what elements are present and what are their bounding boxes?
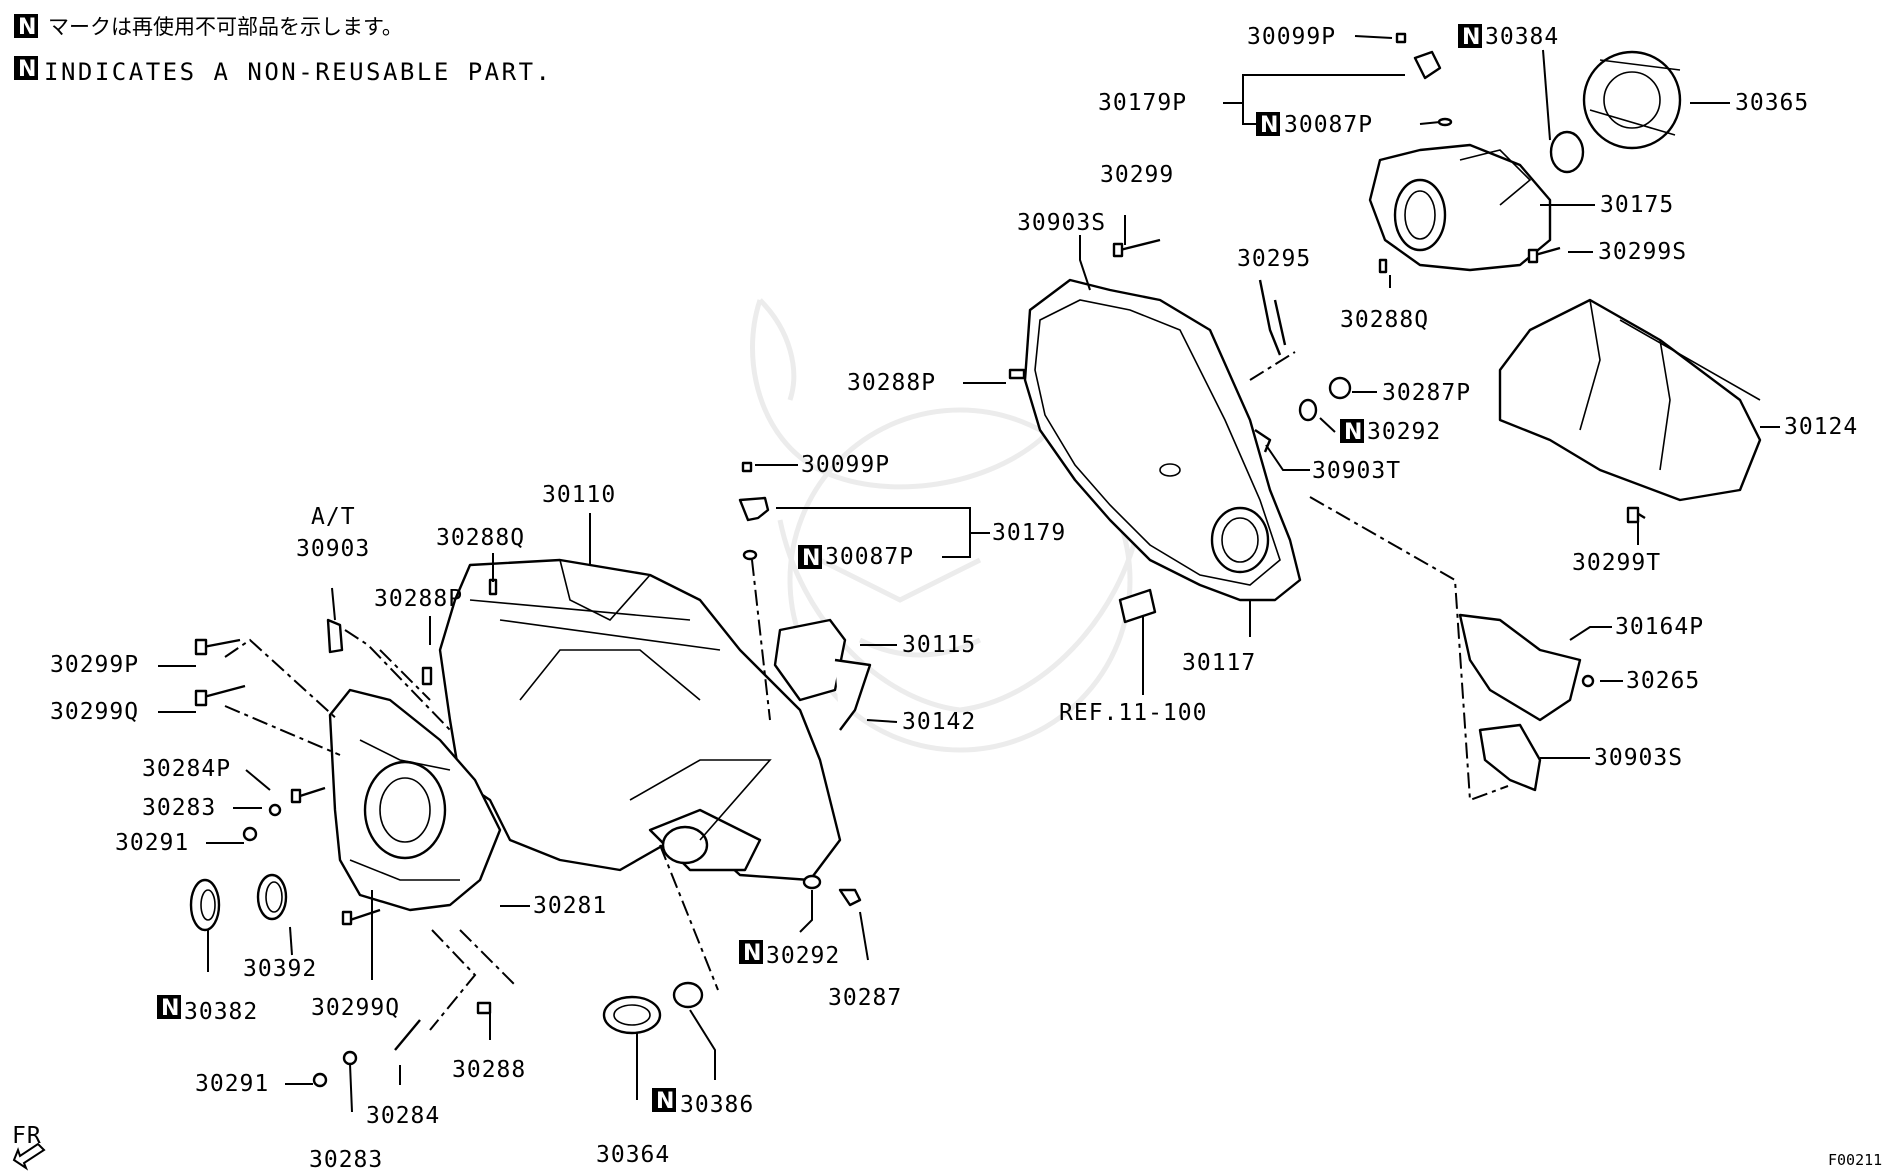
label-30287: 30287 xyxy=(828,985,902,1011)
svg-text:N: N xyxy=(656,1089,674,1114)
label-30382: 30382 xyxy=(184,999,258,1025)
svg-text:N: N xyxy=(161,996,179,1021)
bracket-30903 xyxy=(326,618,344,654)
label-30288: 30288 xyxy=(452,1057,526,1083)
transfer-case-housing xyxy=(438,558,842,882)
label-30288Q: 30288Q xyxy=(436,525,525,551)
svg-text:N: N xyxy=(743,941,761,966)
ref-shield xyxy=(1118,588,1157,624)
label-30291: 30291 xyxy=(195,1071,269,1097)
label-30364: 30364 xyxy=(596,1142,670,1168)
label-30124: 30124 xyxy=(1784,414,1858,440)
label-30299P: 30299P xyxy=(50,652,139,678)
label-30903: 30903 xyxy=(296,536,370,562)
bracket-30903S xyxy=(1478,723,1542,792)
figure-code: F00211 xyxy=(1828,1151,1882,1169)
label-30099P: 30099P xyxy=(801,452,890,478)
label-30115: 30115 xyxy=(902,632,976,658)
label-AT: A/T xyxy=(311,504,356,530)
oil-seal-30384 xyxy=(1549,130,1585,174)
label-30365: 30365 xyxy=(1735,90,1809,116)
part-labels: 30099P 30384 30365 30179P 30087P 30175 3… xyxy=(50,24,1858,1173)
non-reusable-badge xyxy=(14,14,38,38)
label-ref: REF.11-100 xyxy=(1059,700,1207,726)
non-reusable-badge xyxy=(14,56,38,80)
label-30117: 30117 xyxy=(1182,650,1256,676)
oil-seal-30386 xyxy=(672,981,704,1009)
label-30087P: 30087P xyxy=(1284,112,1373,138)
label-30281: 30281 xyxy=(533,893,607,919)
label-30287P: 30287P xyxy=(1382,380,1471,406)
label-30288P: 30288P xyxy=(374,586,463,612)
label-30299Q: 30299Q xyxy=(311,995,400,1021)
label-30099P: 30099P xyxy=(1247,24,1336,50)
label-30384: 30384 xyxy=(1485,24,1559,50)
svg-text:N: N xyxy=(1260,113,1278,138)
dust-cover-30365 xyxy=(1582,50,1682,150)
label-30299S: 30299S xyxy=(1598,239,1687,265)
svg-text:N: N xyxy=(1344,420,1362,445)
label-30265: 30265 xyxy=(1626,668,1700,694)
legend-english: INDICATES A NON-REUSABLE PART. xyxy=(44,58,552,86)
heat-shield-30115 xyxy=(773,618,847,702)
label-30179P: 30179P xyxy=(1098,90,1187,116)
bracket-30164P xyxy=(1458,613,1582,722)
label-30283: 30283 xyxy=(142,795,216,821)
label-30392: 30392 xyxy=(243,956,317,982)
label-30299T: 30299T xyxy=(1572,550,1661,576)
parts xyxy=(189,32,1762,1088)
label-30283: 30283 xyxy=(309,1147,383,1173)
label-30179: 30179 xyxy=(992,520,1066,546)
label-30295: 30295 xyxy=(1237,246,1311,272)
legend: N マークは再使用不可部品を示します。 N INDICATES A NON-RE… xyxy=(14,14,552,86)
label-30292: 30292 xyxy=(1367,419,1441,445)
label-30288Q: 30288Q xyxy=(1340,307,1429,333)
label-30142: 30142 xyxy=(902,709,976,735)
badge-letter: N xyxy=(18,15,36,40)
label-30292: 30292 xyxy=(766,943,840,969)
legend-japanese: マークは再使用不可部品を示します。 xyxy=(48,15,403,39)
svg-text:N: N xyxy=(802,546,820,571)
label-30299Q: 30299Q xyxy=(50,699,139,725)
oil-seal-30364 xyxy=(602,995,662,1035)
footer: FR F00211 xyxy=(12,1123,1882,1171)
label-30164P: 30164P xyxy=(1615,614,1704,640)
label-30903S: 30903S xyxy=(1594,745,1683,771)
label-30291: 30291 xyxy=(115,830,189,856)
label-30288P: 30288P xyxy=(847,370,936,396)
label-30175: 30175 xyxy=(1600,192,1674,218)
label-30386: 30386 xyxy=(680,1092,754,1118)
label-30903S: 30903S xyxy=(1017,210,1106,236)
front-arrow-icon xyxy=(12,1142,46,1171)
non-reusable-markers: N N N N N N N xyxy=(157,24,1482,1114)
label-30903T: 30903T xyxy=(1312,458,1401,484)
badge-letter: N xyxy=(18,57,36,82)
bracket-30124 xyxy=(1498,298,1762,502)
svg-text:N: N xyxy=(1462,25,1480,50)
label-30087P: 30087P xyxy=(825,544,914,570)
label-30299: 30299 xyxy=(1100,162,1174,188)
leader-lines xyxy=(158,35,1780,1113)
label-30110: 30110 xyxy=(542,482,616,508)
label-30284P: 30284P xyxy=(142,756,231,782)
label-30284: 30284 xyxy=(366,1103,440,1129)
